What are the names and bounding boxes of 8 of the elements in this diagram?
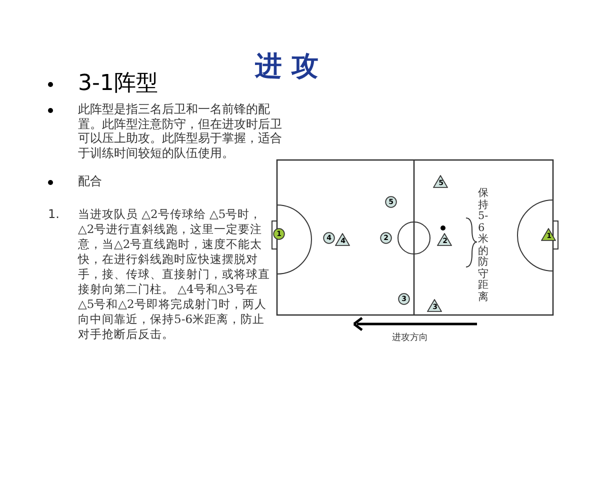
vertical-note: 保持5-6米的防守距离: [478, 188, 488, 304]
list-text: 配合: [78, 173, 102, 190]
description-text: 此阵型是指三名后卫和一名前锋的配置。此阵型注意防守，但在进攻时后卫可以压上助攻。此阵型易于掌握，适合于训练时间较短的队伍使用。: [78, 102, 283, 160]
paragraph-text: 当进攻队员 △2号传球给 △5号时，△2号进行直斜线跑，这里一定要注意，当△2号直线跑时，速度不能太快，在进行斜线跑时应快速摆脱对手，接、传球、直接射门，或将球直接射向第二门柱。 △4号和△3号在△5号和△2号即将完成射门时，两人向中间靠近，保持5-6米距离，防止对手抢断后反击。: [78, 207, 270, 342]
heading: 3-1阵型: [78, 70, 158, 98]
list-number: 1.: [48, 207, 60, 221]
direction-label: 进攻方向: [392, 332, 428, 344]
slide-title: 进 攻: [255, 50, 318, 84]
